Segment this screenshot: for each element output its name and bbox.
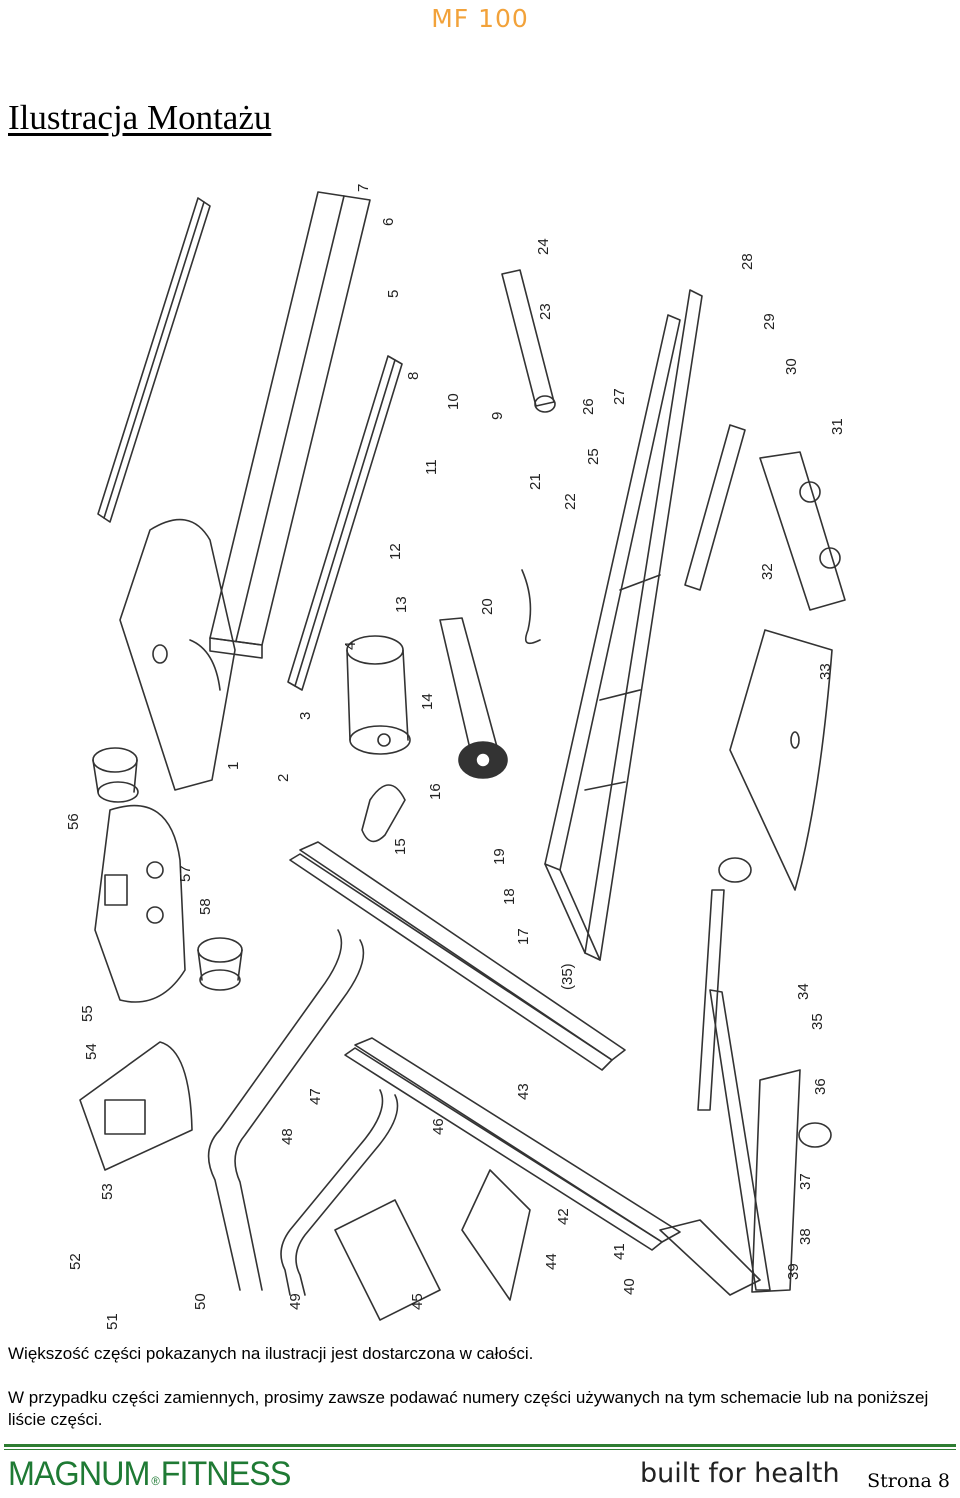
- tagline: built for health: [640, 1458, 840, 1489]
- intro-paragraph: Większość części pokazanych na ilustracj…: [8, 1344, 534, 1363]
- part-number-callouts: 1234567891011121314151617181920212223242…: [65, 184, 846, 1330]
- page-title: Ilustracja Montażu: [8, 98, 272, 137]
- part-number-label: 50: [192, 1293, 209, 1310]
- part-number-label: 53: [99, 1183, 116, 1200]
- part-number-label: 9: [489, 412, 506, 420]
- bottom-cover: [729, 629, 833, 891]
- part-number-label: 15: [392, 838, 409, 855]
- base-frame: [659, 889, 801, 1296]
- power-cord: [521, 569, 541, 645]
- side-step-right: [461, 1169, 531, 1301]
- footer-rule: [4, 1444, 956, 1447]
- wheel-front: [718, 857, 752, 883]
- part-number-label: 2: [275, 774, 292, 782]
- model-code: MF 100: [431, 4, 529, 33]
- rear-roller: [501, 269, 556, 413]
- part-number-label: 8: [405, 372, 422, 380]
- part-number-label: 52: [67, 1253, 84, 1270]
- part-number-label: 46: [430, 1118, 447, 1135]
- cup-holder-2: [197, 937, 243, 963]
- motor-cover: [119, 518, 236, 791]
- part-number-label: 35: [809, 1013, 826, 1030]
- side-rail-right: [287, 355, 403, 691]
- upright-left: [289, 841, 626, 1071]
- part-number-label: (35): [559, 963, 576, 990]
- part-number-label: 29: [761, 313, 778, 330]
- part-number-label: 17: [515, 928, 532, 945]
- part-number-label: 42: [555, 1208, 572, 1225]
- part-number-label: 6: [380, 218, 397, 226]
- part-number-label: 16: [427, 783, 444, 800]
- part-number-label: 38: [797, 1228, 814, 1245]
- brand-registered-mark: ®: [151, 1474, 159, 1488]
- part-number-label: 51: [104, 1313, 121, 1330]
- part-number-label: 58: [197, 898, 214, 915]
- part-number-label: 34: [795, 983, 812, 1000]
- part-number-label: 54: [83, 1043, 100, 1060]
- part-number-label: 22: [562, 493, 579, 510]
- part-number-label: 19: [491, 848, 508, 865]
- handlebar-left: [207, 929, 365, 1291]
- part-number-label: 28: [739, 253, 756, 270]
- drive-motor: [346, 635, 411, 755]
- console-display: [79, 1041, 193, 1171]
- part-number-label: 11: [423, 459, 440, 475]
- part-number-label: 21: [527, 473, 544, 490]
- part-number-label: 31: [829, 418, 846, 435]
- page-number: Strona 8: [867, 1470, 950, 1492]
- part-number-label: 36: [812, 1078, 829, 1095]
- brand-right: FITNESS: [160, 1455, 292, 1493]
- part-number-label: 26: [580, 398, 597, 415]
- part-number-label: 25: [585, 448, 602, 465]
- part-number-label: 48: [279, 1128, 296, 1145]
- side-rail-left: [97, 197, 211, 523]
- part-number-label: 55: [79, 1005, 96, 1022]
- part-number-label: 49: [287, 1293, 304, 1310]
- part-number-label: 24: [535, 238, 552, 255]
- part-number-label: 5: [385, 290, 402, 298]
- part-number-label: 7: [355, 184, 372, 192]
- part-number-label: 47: [307, 1088, 324, 1105]
- part-number-label: 41: [611, 1243, 628, 1260]
- part-number-label: 32: [759, 563, 776, 580]
- spare-parts-paragraph: W przypadku części zamiennych, prosimy z…: [8, 1388, 929, 1429]
- part-number-label: 56: [65, 813, 82, 830]
- part-number-label: 10: [445, 393, 462, 410]
- part-number-label: 3: [297, 712, 314, 720]
- part-number-label: 37: [797, 1173, 814, 1190]
- part-number-label: 43: [515, 1083, 532, 1100]
- part-number-label: 20: [479, 598, 496, 615]
- part-number-label: 27: [611, 388, 628, 405]
- part-number-label: 33: [817, 663, 834, 680]
- upright-right: [344, 1037, 681, 1251]
- drive-belt: [361, 784, 406, 843]
- incline-arm: [759, 451, 846, 611]
- wheel-rear: [798, 1122, 832, 1148]
- part-number-label: 39: [785, 1263, 802, 1280]
- console-housing: [94, 804, 186, 1003]
- main-frame: [544, 289, 746, 961]
- part-number-label: 44: [543, 1253, 560, 1270]
- cup-holder-1: [92, 747, 138, 773]
- part-number-label: 45: [409, 1293, 426, 1310]
- part-number-label: 12: [387, 543, 404, 560]
- exploded-assembly-diagram: 1234567891011121314151617181920212223242…: [65, 184, 846, 1330]
- front-roller: [439, 617, 508, 779]
- side-step-left: [334, 1199, 441, 1321]
- part-number-label: 18: [501, 888, 518, 905]
- handlebar-right: [280, 1089, 399, 1296]
- part-number-label: 30: [783, 358, 800, 375]
- part-number-label: 1: [225, 762, 242, 770]
- brand-left: MAGNUM: [8, 1455, 150, 1493]
- part-number-label: 13: [393, 596, 410, 613]
- footer-rule-thin: [4, 1449, 956, 1450]
- part-number-label: 23: [537, 303, 554, 320]
- part-number-label: 14: [419, 693, 436, 710]
- part-number-label: 57: [177, 865, 194, 882]
- part-number-label: 40: [621, 1278, 638, 1295]
- part-number-label: 4: [342, 642, 359, 650]
- brand-logo: MAGNUM ® FITNESS: [8, 1455, 292, 1495]
- running-board: [209, 191, 371, 659]
